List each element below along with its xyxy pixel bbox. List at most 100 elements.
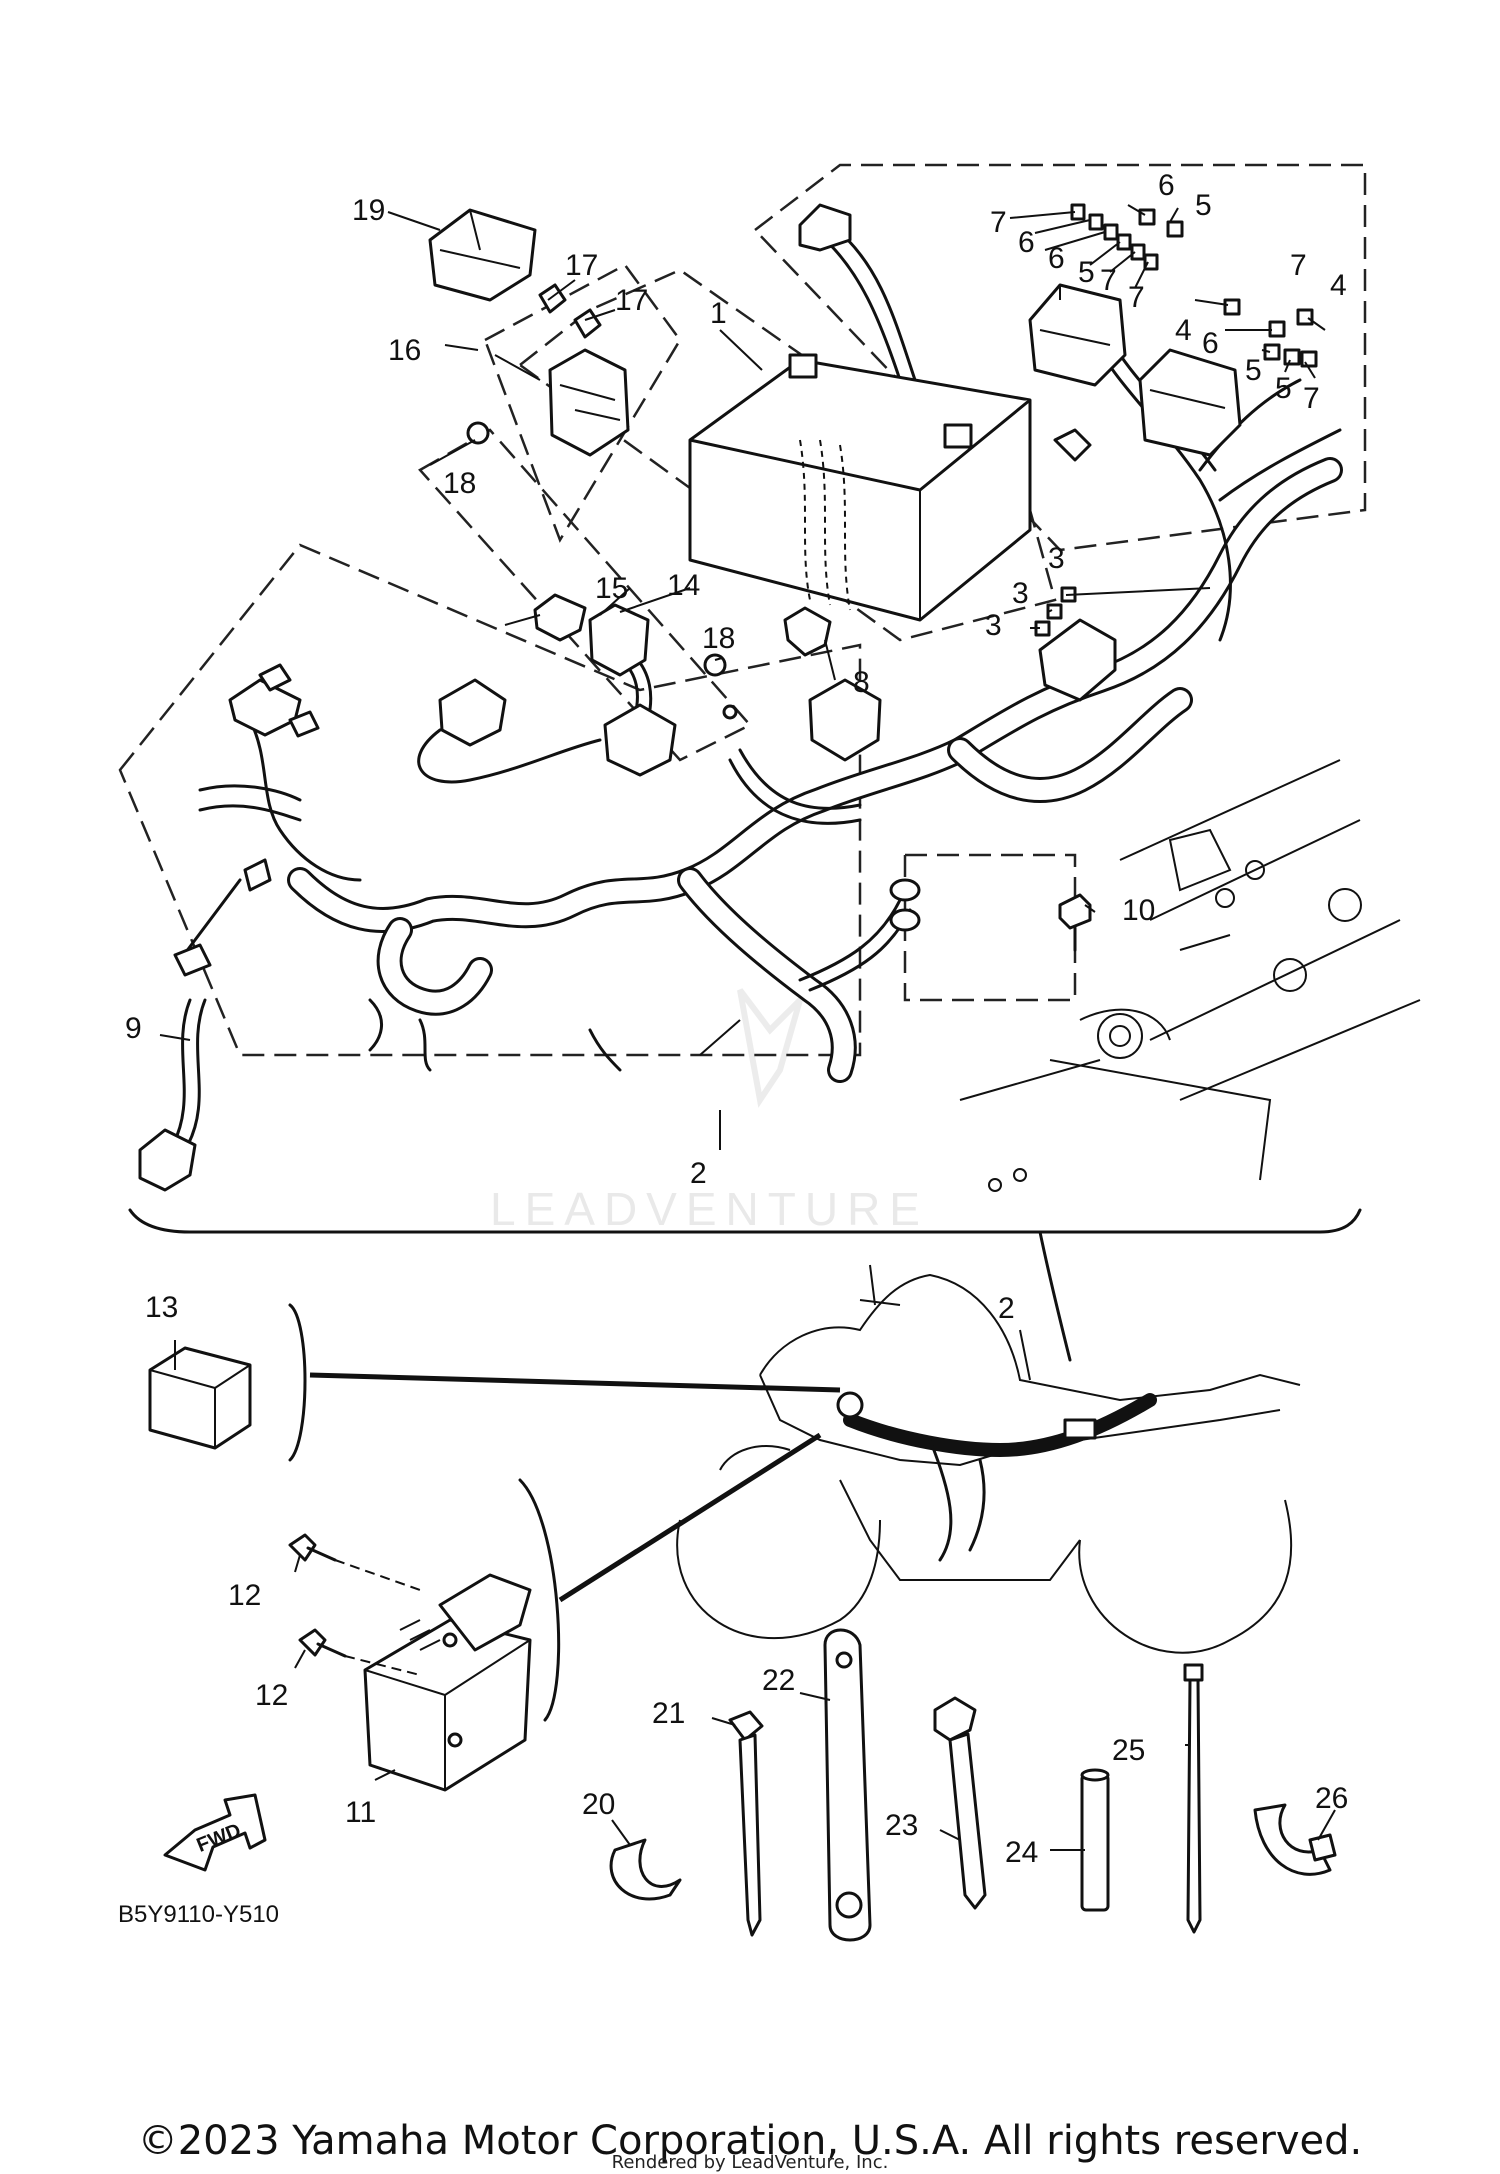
callout-3a: 3: [1048, 542, 1065, 575]
cable-tie-21-head: [728, 1710, 764, 1742]
callout-14: 14: [667, 569, 700, 602]
battery-terminal-pos: [943, 423, 973, 449]
regulator-coupler: [438, 1573, 532, 1652]
fuse-set-lower: [1223, 298, 1318, 368]
callout-19: 19: [352, 194, 385, 227]
regulator-pointer: [558, 1432, 822, 1603]
clamp-20: [609, 1838, 682, 1901]
left-branch-wire: [248, 718, 362, 882]
callout-1: 1: [710, 297, 727, 330]
clip-26: [1253, 1803, 1332, 1876]
callout-5b: 5: [1078, 256, 1095, 289]
callout-10: 10: [1122, 894, 1155, 927]
watermark-logo: [737, 988, 807, 1108]
callout-15: 15: [595, 572, 628, 605]
harness-clamp-top: [1053, 428, 1092, 462]
relay-socket-14: [603, 703, 677, 777]
bolt-12-upper: [288, 1533, 317, 1562]
callout-8: 8: [853, 666, 870, 699]
ground-frame: [903, 853, 1077, 1002]
battery-terminal-cover: [798, 203, 852, 252]
battery-terminal-neg: [788, 353, 818, 379]
ground-terminal: [889, 878, 921, 902]
callout-9: 9: [125, 1012, 142, 1045]
sensor-coupler-2: [173, 943, 212, 977]
callout-6d: 6: [1202, 327, 1219, 360]
battery: [688, 358, 1032, 622]
sensor-9: [138, 1128, 197, 1192]
relay-socket-8: [808, 678, 882, 762]
fuse-box-2: [1138, 348, 1242, 457]
relay-group-frame: [418, 428, 753, 762]
callout-7b: 7: [1100, 264, 1117, 297]
cable-tie-25-head: [1183, 1663, 1204, 1682]
callout-3c: 3: [985, 609, 1002, 642]
cable-tie-21: [738, 1733, 762, 1937]
watermark: LEADVENTURE: [490, 1183, 929, 1235]
cap-18-lower: [703, 653, 727, 677]
starter-relay: [548, 348, 630, 457]
relay-8: [783, 606, 832, 657]
bolt-12-lower: [298, 1628, 327, 1657]
sensor-9-wire: [168, 998, 192, 1152]
callout-6b: 6: [1018, 226, 1035, 259]
connector-top-left: [228, 678, 302, 737]
callout-3b: 3: [1012, 577, 1029, 610]
callout-5a: 5: [1195, 189, 1212, 222]
relay-15: [533, 593, 587, 642]
callout-7c: 7: [1128, 281, 1145, 314]
callout-25: 25: [1112, 1734, 1145, 1767]
rear-wheel: [1078, 1499, 1293, 1654]
callout-24: 24: [1005, 1836, 1038, 1869]
callout-11: 11: [345, 1796, 376, 1829]
section-bracket: [128, 1208, 1362, 1234]
frame-rails: [1119, 759, 1421, 1101]
left-loop-wire: [417, 728, 602, 784]
starter-relay-frame: [483, 263, 682, 543]
callout-20: 20: [582, 1788, 615, 1821]
spare-fuse-2: [573, 308, 602, 339]
frame-body: [1049, 1008, 1272, 1181]
motorcycle-silhouette: [676, 1264, 1301, 1654]
diagram-code: B5Y9110-Y510: [118, 1901, 279, 1928]
relay-13-bracket: [288, 1303, 307, 1462]
battery-frame: [517, 268, 1057, 642]
frame-boss: [1097, 1013, 1143, 1059]
fuse-box-1: [1028, 283, 1127, 387]
relay-13-pointer: [309, 1372, 841, 1393]
fuse-block-3: [1038, 618, 1117, 702]
callout-18b: 18: [702, 622, 735, 655]
bolt-10: [1058, 893, 1092, 930]
relay-wire: [728, 748, 862, 825]
callout-12a: 12: [228, 1579, 261, 1612]
fwd-arrow: FWD: [163, 1793, 267, 1872]
callout-4b: 4: [1175, 314, 1192, 347]
sensor-lead: [178, 878, 242, 962]
callout-5c: 5: [1245, 354, 1262, 387]
callout-2a: 2: [690, 1157, 707, 1190]
cap-18-upper: [466, 421, 490, 445]
callout-22: 22: [762, 1664, 795, 1697]
callout-23: 23: [885, 1809, 918, 1842]
cable-tie-23: [948, 1732, 987, 1910]
leader-lines: [159, 204, 1336, 1851]
copyright-notice: ©2023 Yamaha Motor Corporation, U.S.A. A…: [137, 2118, 1363, 2164]
sensor-coupler: [243, 858, 272, 892]
rendered-by: Rendered by LeadVenture, Inc.: [611, 2152, 889, 2173]
cable-tie-25: [1186, 1678, 1202, 1934]
callout-6c: 6: [1048, 242, 1065, 275]
callout-4a: 4: [1330, 269, 1347, 302]
callout-2b: 2: [998, 1292, 1015, 1325]
callout-17a: 17: [565, 249, 598, 282]
callout-6a: 6: [1158, 169, 1175, 202]
cable-tie-23-head: [933, 1696, 977, 1742]
pin-24: [1080, 1773, 1110, 1912]
left-harness-frame: [118, 543, 862, 1057]
battery-cable-top: [818, 226, 917, 382]
callout-17b: 17: [615, 284, 648, 317]
callout-16: 16: [388, 334, 421, 367]
relay-13: [148, 1346, 252, 1450]
relay-cover: [428, 208, 537, 302]
front-wheel: [676, 1519, 881, 1639]
connector-left: [438, 678, 507, 747]
